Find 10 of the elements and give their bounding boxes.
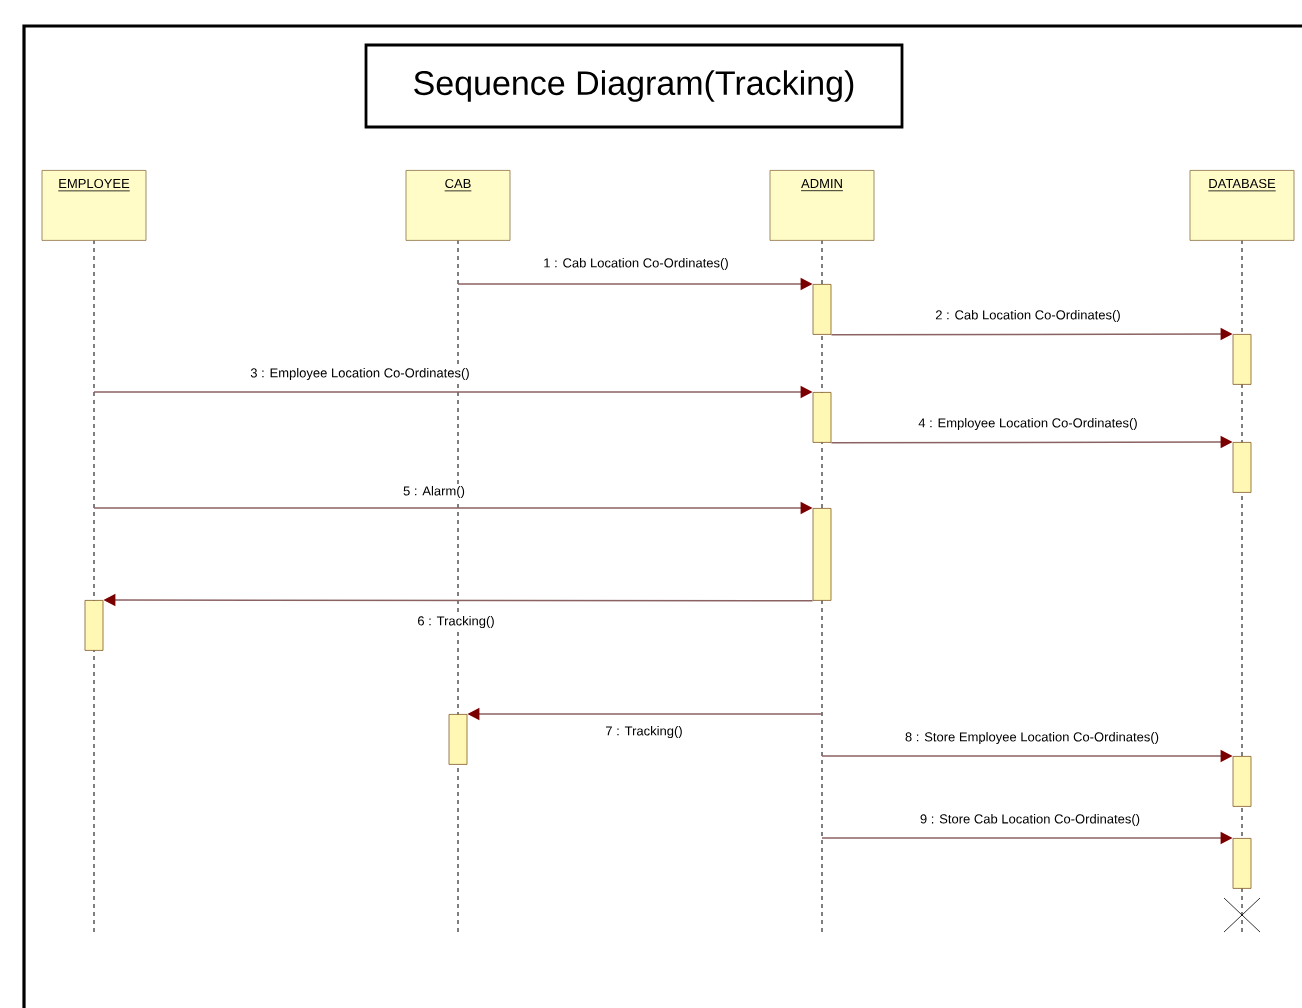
activation-bar (812, 284, 832, 335)
activation-bar (1232, 756, 1252, 807)
activation-bar (1232, 334, 1252, 385)
activation-bar (448, 714, 468, 765)
activation-bar (84, 600, 104, 651)
activation-bar (1232, 442, 1252, 493)
activation-bar (812, 392, 832, 443)
activation-bar (1232, 838, 1252, 889)
title-box: Sequence Diagram(Tracking) (364, 43, 904, 129)
activation-bar (812, 508, 832, 601)
